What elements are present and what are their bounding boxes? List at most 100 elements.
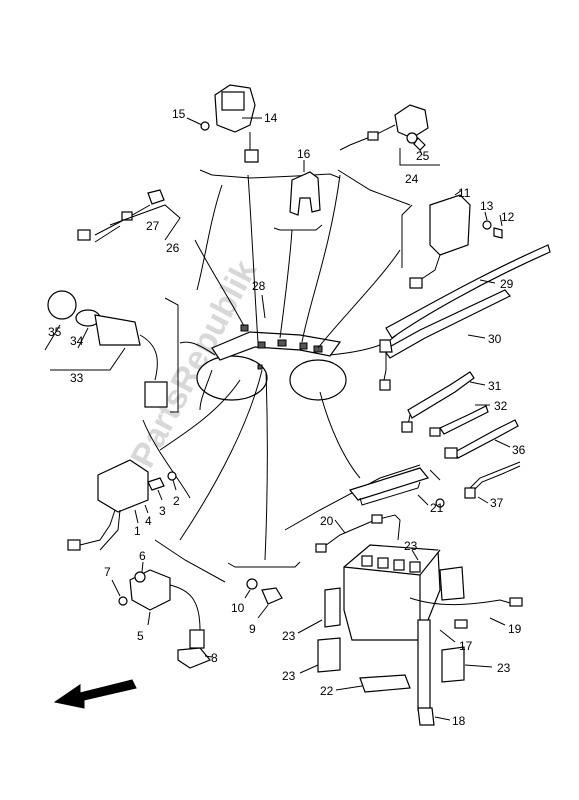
callout-15: 15 (172, 107, 186, 121)
relay-part-14[interactable] (200, 84, 259, 163)
leader-21 (417, 494, 429, 506)
tie-part-31[interactable] (401, 371, 475, 433)
callout-16: 16 (297, 147, 311, 161)
callout-36: 36 (512, 443, 526, 457)
leader-1 (134, 509, 139, 524)
leader-35 (44, 324, 61, 351)
callout-10: 10 (231, 601, 245, 615)
leader-19 (489, 617, 506, 626)
leader-23-right (464, 664, 493, 668)
tie-part-30[interactable] (379, 289, 511, 391)
leader-11 (454, 189, 463, 196)
leader-12 (499, 214, 503, 227)
bracket-part-21[interactable] (348, 467, 445, 508)
callout-12: 12 (501, 210, 515, 224)
leader-25 (419, 149, 423, 156)
callout-28: 28 (252, 279, 266, 293)
leader-23-bottom (299, 664, 319, 674)
leader-4 (144, 504, 149, 514)
callout-31: 31 (488, 379, 502, 393)
leader-2 (172, 479, 177, 491)
callout-37: 37 (490, 496, 504, 510)
regulator-part-1[interactable] (67, 459, 177, 551)
tie-part-32[interactable] (429, 405, 489, 437)
harness-lines (159, 174, 406, 561)
starter-relay-part-5[interactable] (118, 569, 211, 669)
sensor-part-24[interactable] (339, 104, 429, 151)
leader-7 (111, 579, 121, 597)
leader-36 (494, 439, 511, 448)
callout-23b: 23 (282, 629, 296, 643)
front-arrow-icon (53, 679, 137, 709)
leader-20 (334, 519, 346, 534)
callout-3: 3 (159, 504, 166, 518)
callout-26: 26 (166, 241, 180, 255)
cdi-unit-part-11[interactable] (409, 194, 503, 289)
callout-27: 27 (146, 219, 160, 233)
callout-4: 4 (145, 514, 152, 528)
leader-15 (186, 117, 203, 126)
leader-8 (204, 655, 213, 658)
callout-21: 21 (430, 501, 444, 515)
callout-11: 11 (458, 186, 471, 200)
leader-3 (157, 489, 163, 501)
lead-wire-part-20[interactable] (315, 514, 401, 553)
leader-33 (50, 347, 126, 371)
callout-2: 2 (173, 494, 180, 508)
callout-34: 34 (70, 334, 84, 348)
callout-7: 7 (104, 565, 111, 579)
leader-28 (261, 294, 266, 319)
callout-13: 13 (480, 199, 494, 213)
tie-part-29[interactable] (385, 244, 551, 339)
callout-30: 30 (488, 332, 502, 346)
leader-26 (109, 204, 181, 241)
leader-5 (147, 611, 151, 626)
battery-part-17[interactable] (343, 544, 523, 726)
callout-24: 24 (405, 172, 419, 186)
battery-band-part-22[interactable] (359, 674, 411, 693)
leader-29 (479, 279, 496, 284)
leader-6 (141, 561, 144, 573)
callout-33: 33 (70, 371, 84, 385)
callout-5: 5 (137, 629, 144, 643)
callout-35: 35 (48, 325, 62, 339)
leader-18 (434, 716, 451, 721)
leader-24 (399, 148, 440, 166)
tie-part-37[interactable] (464, 461, 521, 499)
leader-23-top (411, 549, 419, 561)
leader-10 (244, 589, 251, 599)
leader-17 (439, 629, 456, 643)
tie-part-36[interactable] (444, 419, 519, 459)
cover-part-16[interactable] (289, 171, 321, 216)
battery-pad-part-23[interactable] (317, 566, 465, 683)
leader-23-left (297, 619, 323, 634)
callout-32: 32 (494, 399, 508, 413)
leader-37 (477, 496, 489, 504)
lead-part-26[interactable] (77, 189, 165, 243)
callout-labels: 1 2 3 4 5 6 7 8 9 10 11 12 13 14 15 16 1… (48, 107, 526, 728)
leader-13 (484, 211, 488, 221)
callout-25: 25 (416, 149, 430, 163)
switch-part-9[interactable] (246, 578, 283, 605)
leader-22 (335, 685, 363, 691)
callout-20: 20 (320, 514, 334, 528)
callout-9: 9 (249, 622, 256, 636)
callout-14: 14 (264, 111, 278, 125)
frame-center (196, 324, 347, 401)
callout-22: 22 (320, 684, 334, 698)
callout-23c: 23 (282, 669, 296, 683)
leader-34 (77, 327, 89, 349)
callout-19: 19 (508, 622, 522, 636)
callout-6: 6 (139, 549, 146, 563)
leader-30 (467, 334, 486, 339)
ignition-part-33[interactable] (47, 290, 168, 408)
leader-31 (469, 381, 486, 386)
callout-23a: 23 (404, 539, 418, 553)
callout-1: 1 (134, 524, 141, 538)
callout-8: 8 (211, 651, 218, 665)
callout-29: 29 (500, 277, 514, 291)
callout-17: 17 (459, 639, 473, 653)
callout-18: 18 (452, 714, 466, 728)
leader-9 (257, 604, 269, 619)
